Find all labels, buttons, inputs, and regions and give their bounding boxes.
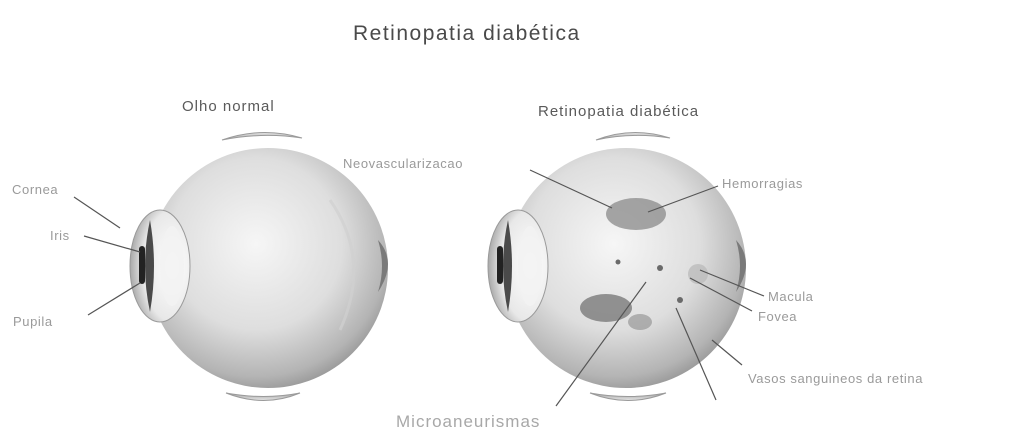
lens-shape [160, 226, 184, 306]
hemorrhage-spot [628, 314, 652, 330]
label-pupila: Pupila [13, 314, 53, 329]
main-title: Retinopatia diabética [353, 22, 581, 46]
label-neovascularizacao: Neovascularizacao [343, 156, 463, 171]
upper-lid-shape [222, 132, 302, 140]
lens-shape [518, 226, 542, 306]
diabetic-eye-title: Retinopatia diabética [538, 103, 699, 120]
upper-lid-shape [596, 132, 670, 140]
lower-lid-shape [590, 393, 666, 401]
lower-lid-shape [226, 393, 300, 401]
label-vasos: Vasos sanguineos da retina [748, 371, 923, 386]
leader-line-vasos [712, 340, 742, 365]
label-microaneurismas: Microaneurismas [396, 412, 540, 432]
hemorrhage-spot [606, 198, 666, 230]
pupil-shape [497, 246, 503, 284]
label-hemorragias: Hemorragias [722, 176, 803, 191]
hemorrhage-spot [580, 294, 632, 322]
normal-eye [130, 132, 388, 400]
label-iris: Iris [50, 228, 70, 243]
microaneurysm-dot [616, 260, 621, 265]
leader-line-iris [84, 236, 140, 252]
label-fovea: Fovea [758, 309, 797, 324]
microaneurysm-dot [677, 297, 683, 303]
microaneurysm-dot [657, 265, 663, 271]
label-cornea: Cornea [12, 182, 58, 197]
normal-eye-title: Olho normal [182, 98, 275, 115]
label-macula: Macula [768, 289, 814, 304]
leader-line-pupila [88, 283, 140, 315]
diabetic-eye [488, 132, 746, 400]
leader-line-cornea [74, 197, 120, 228]
macula-spot [688, 264, 708, 284]
